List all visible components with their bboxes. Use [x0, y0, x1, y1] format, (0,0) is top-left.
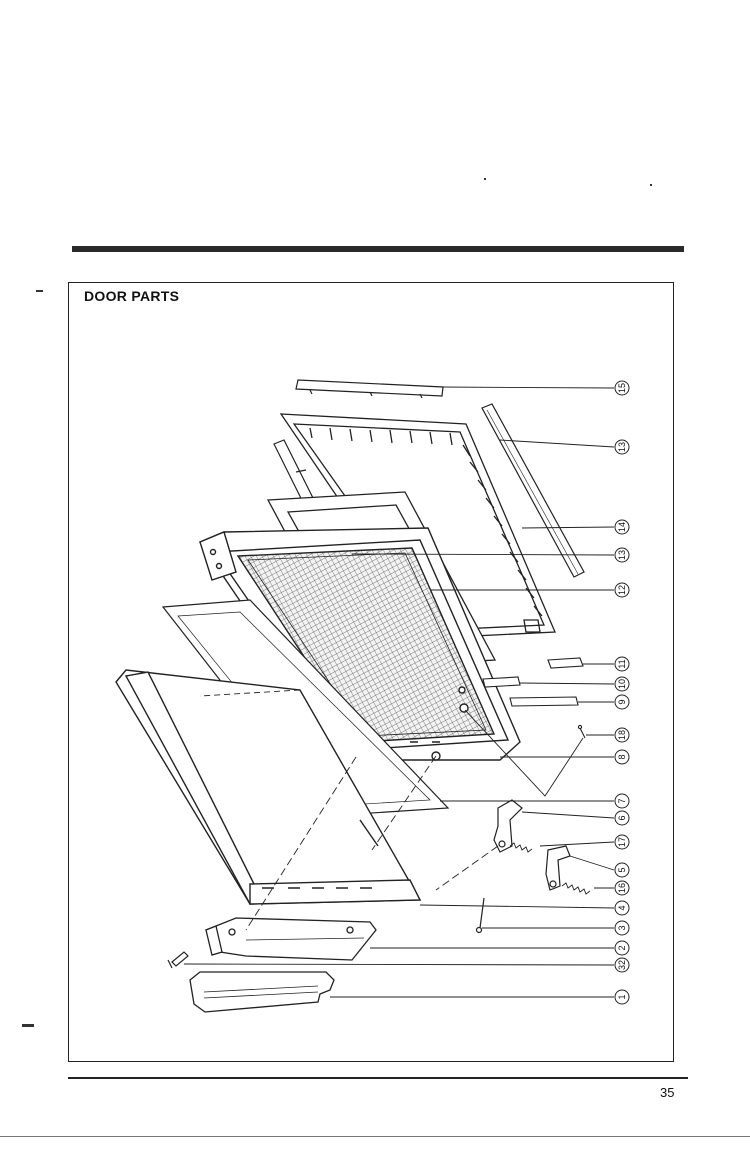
door-latch-lever — [545, 845, 591, 895]
scan-speck — [22, 1024, 34, 1027]
callout-c14: 14 — [614, 519, 630, 535]
callout-number: 18 — [617, 730, 627, 740]
callout-circle — [614, 656, 630, 672]
callout-circle — [614, 380, 630, 396]
callout-circle — [614, 957, 630, 973]
callout-c7: 7 — [614, 793, 630, 809]
callout-c1: 1 — [614, 989, 630, 1005]
callout-c12: 12 — [614, 582, 630, 598]
callout-circle — [614, 793, 630, 809]
callout-c6: 6 — [614, 810, 630, 826]
main-door-mesh-panel — [198, 527, 521, 762]
callout-number: 4 — [617, 905, 627, 910]
callout-number: 17 — [617, 837, 627, 847]
small-parts-bars — [482, 657, 584, 707]
door-latch-hook — [493, 799, 533, 853]
callout-number: 14 — [617, 522, 627, 532]
callout-number: 13 — [617, 442, 627, 452]
callout-c17: 17 — [614, 834, 630, 850]
callout-c32: 32 — [614, 957, 630, 973]
top-trim-strip — [295, 379, 444, 399]
callout-c3: 3 — [614, 920, 630, 936]
callout-circle — [614, 834, 630, 850]
callout-number: 9 — [617, 699, 627, 704]
callout-number: 6 — [617, 815, 627, 820]
callout-number: 13 — [617, 550, 627, 560]
callout-c10: 10 — [614, 676, 630, 692]
small-pin — [577, 724, 586, 739]
callout-circle — [614, 547, 630, 563]
callout-circle — [614, 920, 630, 936]
outer-door-panel — [115, 669, 422, 905]
callout-number: 5 — [617, 867, 627, 872]
callout-number: 11 — [617, 659, 627, 668]
bottom-rule — [68, 1077, 688, 1079]
section-title: DOOR PARTS — [84, 288, 180, 304]
callout-number: 32 — [617, 960, 627, 970]
callout-c15a: 15 — [614, 380, 630, 396]
callout-number: 7 — [617, 798, 627, 803]
callout-circle — [614, 727, 630, 743]
scan-speck — [650, 184, 652, 186]
diagram-frame — [68, 282, 674, 1062]
callout-circle — [614, 694, 630, 710]
callout-number: 2 — [617, 945, 627, 950]
callout-circle — [614, 582, 630, 598]
page-number: 35 — [660, 1085, 675, 1100]
callout-number: 8 — [617, 754, 627, 759]
top-rule — [72, 246, 684, 252]
callout-c2: 2 — [614, 940, 630, 956]
callout-circle — [614, 810, 630, 826]
right-side-strip — [481, 403, 585, 578]
callout-c18: 18 — [614, 727, 630, 743]
handle-cover — [205, 917, 377, 961]
callout-number: 12 — [617, 585, 627, 595]
callout-number: 10 — [617, 679, 627, 689]
callout-c13b: 13 — [614, 547, 630, 563]
hook-rod — [475, 897, 485, 934]
callout-c8: 8 — [614, 749, 630, 765]
callout-number: 15 — [617, 383, 627, 393]
callout-number: 3 — [617, 925, 627, 930]
door-handle — [189, 971, 335, 1013]
callout-circle — [614, 900, 630, 916]
handle-screw — [167, 951, 189, 969]
callout-c11: 11 — [614, 656, 630, 672]
callout-circle — [614, 940, 630, 956]
callout-number: 1 — [617, 994, 627, 999]
callout-c9: 9 — [614, 694, 630, 710]
callout-circle — [614, 880, 630, 896]
callout-circle — [614, 519, 630, 535]
callout-c4: 4 — [614, 900, 630, 916]
scan-speck — [484, 178, 486, 180]
callout-circle — [614, 749, 630, 765]
callout-circle — [614, 439, 630, 455]
callout-circle — [614, 862, 630, 878]
callout-number: 16 — [617, 883, 627, 893]
callout-c13a: 13 — [614, 439, 630, 455]
callout-circle — [614, 676, 630, 692]
callout-c16: 16 — [614, 880, 630, 896]
callout-circle — [614, 989, 630, 1005]
callout-c5: 5 — [614, 862, 630, 878]
leader-lines — [183, 386, 615, 998]
scan-speck — [36, 290, 43, 292]
footer-rule — [0, 1136, 750, 1137]
